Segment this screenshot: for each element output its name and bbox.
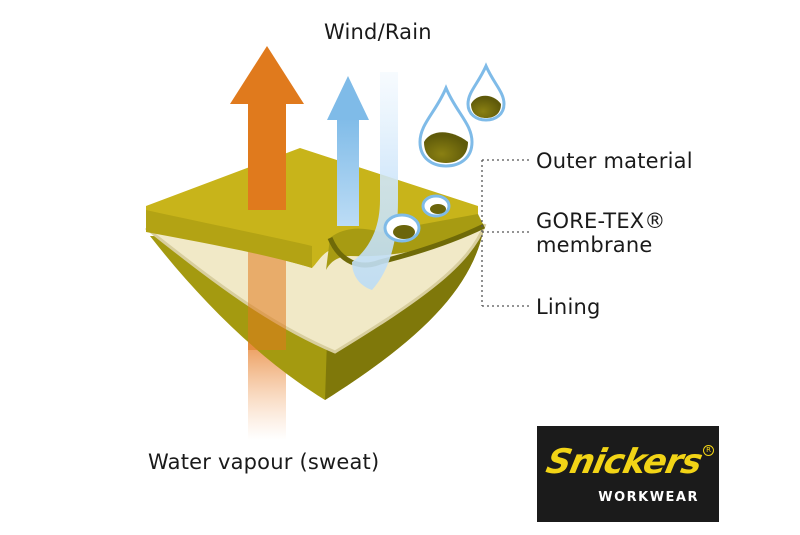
outer-material-front <box>146 210 312 268</box>
callout-lines <box>481 159 530 307</box>
membrane-edge <box>145 223 487 354</box>
membrane-label-line2: membrane <box>536 233 653 257</box>
vapour-arrow-icon <box>230 46 304 210</box>
water-bead <box>421 194 451 218</box>
outer-material-label: Outer material <box>536 149 693 173</box>
snickers-workwear-logo: Snickers R WORKWEAR <box>537 426 719 522</box>
logo-brand: Snickers <box>542 442 706 482</box>
wind-arrow-icon <box>327 76 369 226</box>
registered-mark-icon: R <box>703 445 714 456</box>
water-vapour-label: Water vapour (sweat) <box>148 450 380 474</box>
water-bead <box>383 213 421 243</box>
raindrop-icon <box>418 84 474 168</box>
membrane-label-line1: GORE-TEX® <box>536 209 666 233</box>
wind-rain-label: Wind/Rain <box>324 20 432 44</box>
logo-subtitle: WORKWEAR <box>598 490 699 505</box>
raindrop-icon <box>466 62 506 122</box>
lining-label: Lining <box>536 295 601 319</box>
